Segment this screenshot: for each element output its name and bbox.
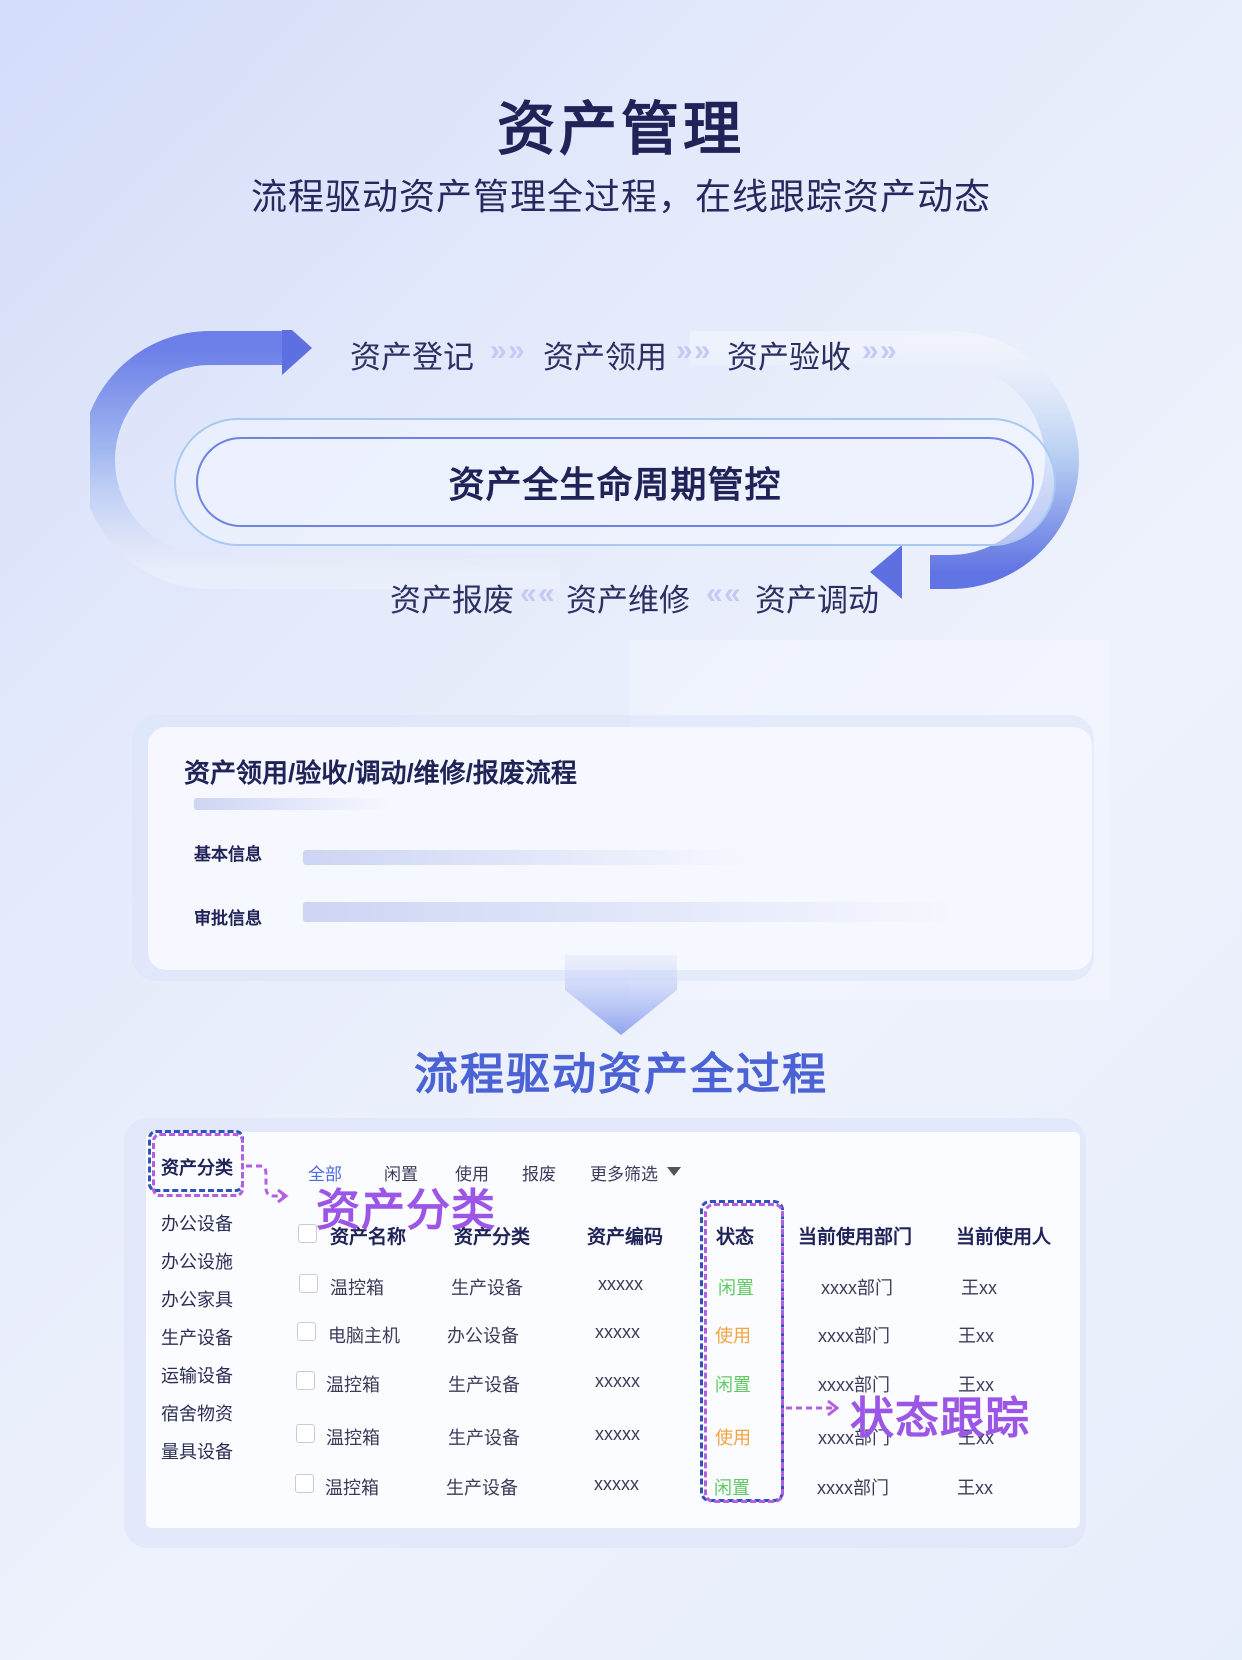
cell-name: 温控箱 — [325, 1478, 379, 1498]
cell-user: 王xx — [957, 1478, 993, 1498]
page-subtitle: 流程驱动资产管理全过程，在线跟踪资产动态 — [250, 176, 991, 217]
placeholder-bar — [194, 798, 389, 810]
cell-dept: xxxx部门 — [817, 1478, 889, 1498]
annotation-status: 状态跟踪 — [850, 1394, 1030, 1443]
left-arrow-icon — [870, 545, 902, 599]
chevron-left-icon: « — [724, 577, 740, 610]
row-checkbox[interactable] — [295, 1474, 314, 1493]
column-header-dept: 当前使用部门 — [798, 1227, 913, 1248]
category-highlight-box — [152, 1133, 244, 1197]
column-header-status: 状态 — [716, 1227, 755, 1248]
chevron-right-icon: » — [862, 334, 878, 367]
column-header-code: 资产编码 — [587, 1227, 664, 1248]
chevron-left-icon: « — [538, 577, 554, 610]
step-scrap: 资产报废 — [390, 583, 514, 618]
cell-category: 办公设备 — [447, 1326, 519, 1346]
caret-down-icon[interactable] — [667, 1167, 681, 1176]
down-arrow-icon — [565, 955, 677, 1035]
column-header-name: 资产名称 — [330, 1227, 407, 1248]
cell-code: xxxxx — [595, 1424, 640, 1444]
cell-status: 使用 — [715, 1326, 751, 1346]
field-label-basic: 基本信息 — [194, 845, 262, 864]
category-item[interactable]: 量具设备 — [161, 1442, 233, 1462]
chevron-left-icon: « — [520, 577, 536, 610]
category-item[interactable]: 生产设备 — [161, 1328, 233, 1348]
filter-tab-in-use[interactable]: 使用 — [455, 1165, 489, 1184]
cell-code: xxxxx — [595, 1371, 640, 1391]
category-title: 资产分类 — [161, 1158, 233, 1178]
cell-name: 电脑主机 — [328, 1326, 400, 1346]
cell-name: 温控箱 — [330, 1278, 384, 1298]
field-label-approval: 审批信息 — [194, 909, 262, 928]
chevron-right-icon: » — [694, 334, 710, 367]
cell-category: 生产设备 — [448, 1375, 520, 1395]
field-value-bar-approval — [303, 902, 958, 922]
chevron-right-icon: » — [880, 334, 896, 367]
page-title: 资产管理 — [496, 97, 745, 162]
step-collect: 资产领用 — [543, 340, 667, 375]
select-all-checkbox[interactable] — [298, 1224, 317, 1243]
process-card-title: 资产领用/验收/调动/维修/报废流程 — [184, 758, 577, 788]
lifecycle-center-label: 资产全生命周期管控 — [196, 437, 1034, 527]
annotation-category: 资产分类 — [316, 1186, 496, 1235]
cell-dept: xxxx部门 — [818, 1326, 890, 1346]
cell-status: 闲置 — [714, 1478, 750, 1498]
chevron-right-icon: » — [490, 334, 506, 367]
step-register: 资产登记 — [350, 340, 474, 375]
cell-user: 王xx — [958, 1375, 994, 1395]
cell-user: 王xx — [958, 1428, 994, 1448]
category-item[interactable]: 宿舍物资 — [161, 1404, 233, 1424]
field-value-bar-basic — [303, 850, 753, 865]
chevron-right-icon: » — [508, 334, 524, 367]
column-header-category: 资产分类 — [454, 1227, 531, 1248]
cell-code: xxxxx — [598, 1274, 643, 1294]
cell-dept: xxxx部门 — [818, 1428, 890, 1448]
category-item[interactable]: 办公设施 — [161, 1252, 233, 1272]
cell-status: 闲置 — [718, 1278, 754, 1298]
cell-category: 生产设备 — [446, 1478, 518, 1498]
filter-tab-scrapped[interactable]: 报废 — [522, 1165, 556, 1184]
chevron-right-icon: » — [676, 334, 692, 367]
category-item[interactable]: 办公设备 — [161, 1214, 233, 1234]
step-repair: 资产维修 — [566, 583, 690, 618]
dashed-arrow-icon — [786, 1399, 840, 1417]
cell-dept: xxxx部门 — [818, 1375, 890, 1395]
process-card — [148, 727, 1092, 970]
cell-category: 生产设备 — [448, 1428, 520, 1448]
cell-status: 闲置 — [715, 1375, 751, 1395]
dashed-arrow-icon — [246, 1164, 289, 1204]
cell-code: xxxxx — [595, 1322, 640, 1342]
flow-caption: 流程驱动资产全过程 — [414, 1050, 828, 1099]
status-highlight-box — [704, 1203, 784, 1503]
cell-name: 温控箱 — [326, 1375, 380, 1395]
row-checkbox[interactable] — [296, 1371, 315, 1390]
row-checkbox[interactable] — [296, 1424, 315, 1443]
lifecycle-loop-graphic — [90, 330, 1079, 599]
cell-dept: xxxx部门 — [821, 1278, 893, 1298]
cell-user: 王xx — [961, 1278, 997, 1298]
category-item[interactable]: 运输设备 — [161, 1366, 233, 1386]
category-item[interactable]: 办公家具 — [161, 1290, 233, 1310]
cell-category: 生产设备 — [451, 1278, 523, 1298]
row-checkbox[interactable] — [299, 1274, 318, 1293]
cell-user: 王xx — [958, 1326, 994, 1346]
row-checkbox[interactable] — [297, 1322, 316, 1341]
right-arrow-icon — [282, 330, 312, 375]
step-accept: 资产验收 — [727, 340, 851, 375]
step-transfer: 资产调动 — [755, 583, 879, 618]
cell-status: 使用 — [715, 1428, 751, 1448]
column-header-user: 当前使用人 — [956, 1227, 1052, 1248]
cell-name: 温控箱 — [326, 1428, 380, 1448]
filter-tab-idle[interactable]: 闲置 — [384, 1165, 418, 1184]
chevron-left-icon: « — [706, 577, 722, 610]
cell-code: xxxxx — [594, 1474, 639, 1494]
more-filters-button[interactable]: 更多筛选 — [590, 1165, 658, 1184]
filter-tab-all[interactable]: 全部 — [308, 1165, 342, 1184]
